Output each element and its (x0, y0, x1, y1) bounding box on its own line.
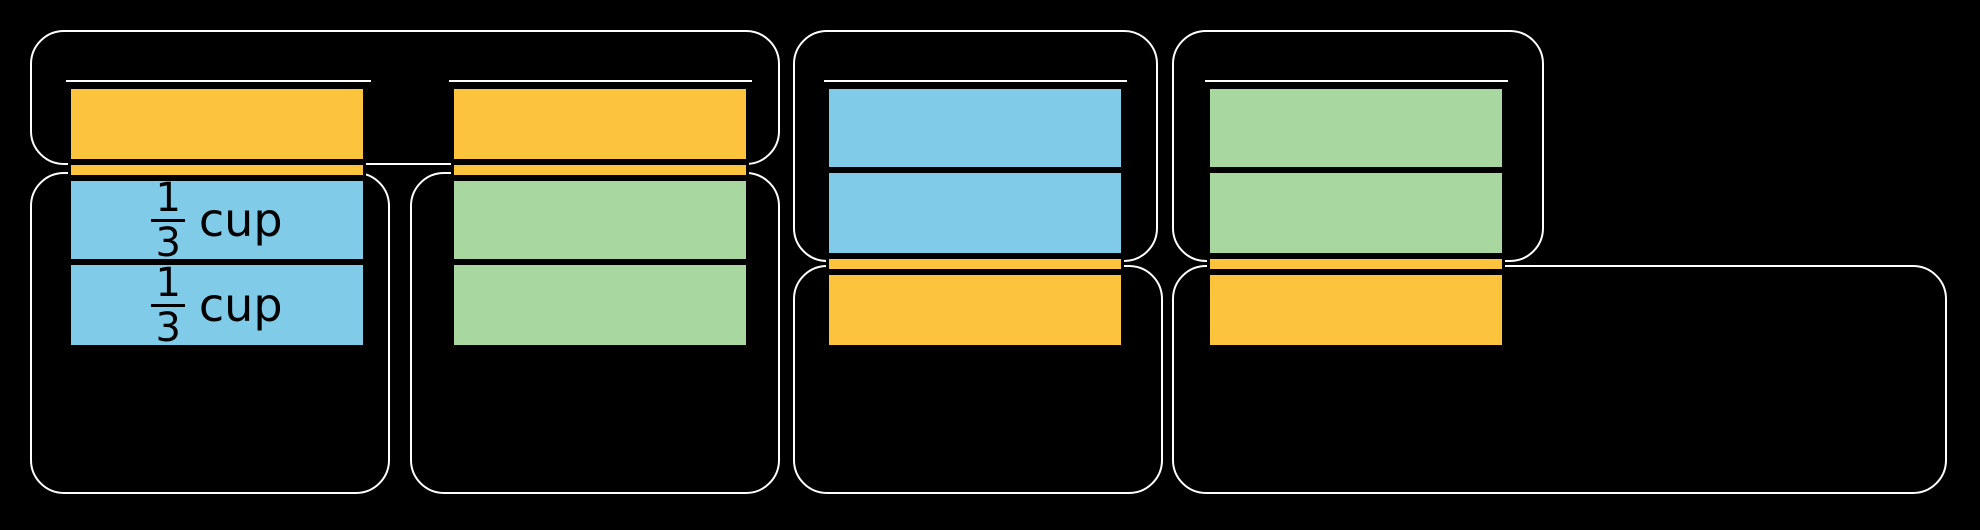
segment-3-1[interactable] (826, 86, 1124, 170)
segment-2-2[interactable] (451, 162, 749, 178)
stack-4-top-rule (1205, 80, 1508, 82)
segment-2-4[interactable] (451, 262, 749, 348)
segment-1-2[interactable] (68, 162, 366, 178)
segment-3-4[interactable] (826, 272, 1124, 348)
fraction-bar (151, 303, 185, 307)
fraction-one-third: 1 3 (151, 259, 185, 351)
fraction-denominator: 3 (155, 304, 181, 351)
fraction-numerator: 1 (155, 259, 181, 306)
stack-2-top-rule (449, 80, 752, 82)
segment-1-3[interactable]: 1 3 cup (68, 174, 366, 266)
segment-1-1[interactable] (68, 86, 366, 162)
unit-label: cup (198, 193, 283, 247)
fraction-stack-2 (451, 86, 749, 348)
segment-4-4[interactable] (1207, 272, 1505, 348)
stack-1-top-rule (66, 80, 371, 82)
unit-label: cup (198, 278, 283, 332)
segment-4-2[interactable] (1207, 170, 1505, 256)
fraction-denominator: 3 (155, 219, 181, 266)
segment-4-1[interactable] (1207, 86, 1505, 170)
segment-2-1[interactable] (451, 86, 749, 162)
segment-3-3[interactable] (826, 256, 1124, 272)
fraction-stack-3 (826, 86, 1124, 348)
segment-1-3-label: 1 3 cup (151, 174, 283, 266)
fraction-numerator: 1 (155, 174, 181, 221)
fraction-stack-4 (1207, 86, 1505, 348)
segment-3-2[interactable] (826, 170, 1124, 256)
segment-4-3[interactable] (1207, 256, 1505, 272)
fraction-one-third: 1 3 (151, 174, 185, 266)
segment-1-4[interactable]: 1 3 cup (68, 262, 366, 348)
stack-3-top-rule (824, 80, 1127, 82)
fraction-bar (151, 218, 185, 222)
segment-1-4-label: 1 3 cup (151, 259, 283, 351)
fraction-stack-1: 1 3 cup 1 3 cup (68, 86, 366, 348)
segment-2-3[interactable] (451, 178, 749, 262)
